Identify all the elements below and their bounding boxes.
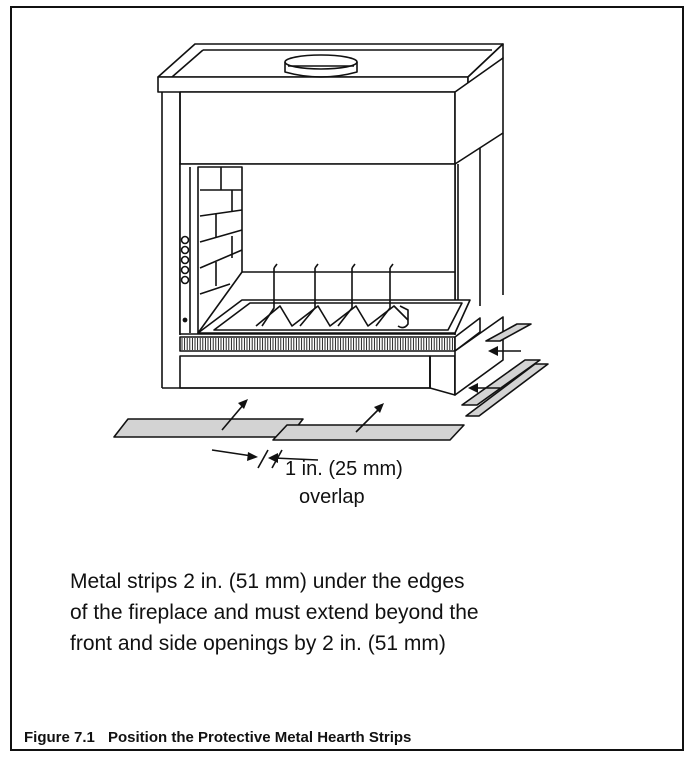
overlap-dimension-text: 1 in. (25 mm) — [285, 458, 403, 480]
figure-caption: Figure 7.1 Position the Protective Metal … — [24, 729, 411, 746]
instruction-note: Metal strips 2 in. (51 mm) under the edg… — [70, 566, 590, 659]
placement-arrows — [211, 346, 521, 469]
side-hearth-strip-outer — [465, 363, 549, 417]
note-line: of the fireplace and must extend beyond … — [70, 601, 479, 624]
figure-number: Figure 7.1 — [24, 729, 95, 746]
front-hearth-strip-left — [113, 418, 304, 438]
burner-tray — [197, 299, 471, 334]
figure-title: Position the Protective Metal Hearth Str… — [108, 729, 412, 746]
front-hearth-strip-right — [272, 424, 465, 441]
control-knob — [180, 235, 190, 245]
overlap-label: 1 in. (25 mm) overlap — [285, 455, 425, 511]
note-line: front and side openings by 2 in. (51 mm) — [70, 632, 446, 655]
front-header — [179, 91, 456, 165]
side-hearth-strip-front — [461, 359, 541, 406]
lower-front-panel — [179, 355, 431, 389]
side-hearth-strip-rear — [485, 323, 532, 342]
note-line: Metal strips 2 in. (51 mm) under the edg… — [70, 570, 465, 593]
overlap-word-text: overlap — [299, 486, 365, 508]
flue-collar — [284, 54, 358, 70]
figure-frame — [10, 6, 684, 751]
